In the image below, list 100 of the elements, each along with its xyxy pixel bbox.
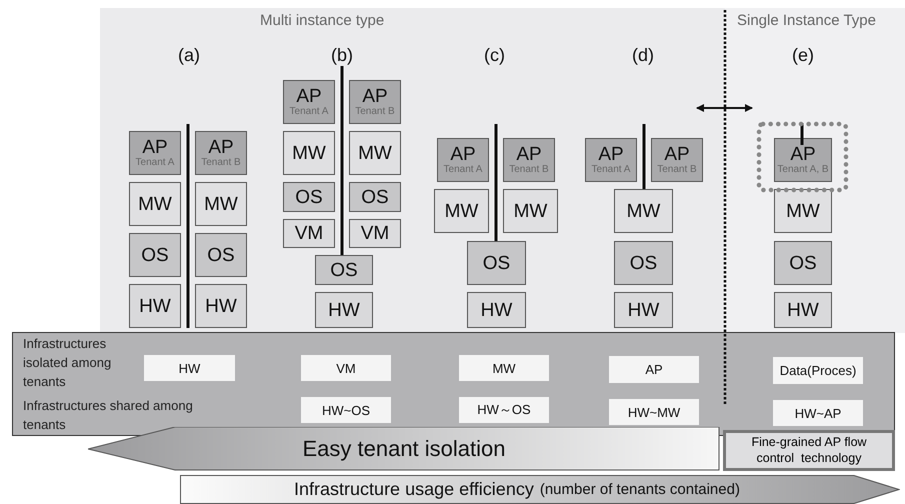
layer-box	[585, 138, 637, 182]
panel-label: (d)	[632, 45, 654, 66]
layer-name: VM	[360, 224, 390, 243]
category-box: HW~MW	[609, 399, 699, 425]
row-label: Infrastructures shared among tenants	[23, 397, 194, 434]
layer-box	[503, 189, 558, 233]
panel-label: (b)	[331, 45, 353, 66]
category-box: Data(Proces)	[773, 357, 863, 384]
layer-name: HW	[139, 296, 171, 316]
layer-box	[434, 189, 489, 233]
layer-name: MW	[204, 194, 238, 214]
layer-box	[614, 241, 673, 285]
layer-name: AP	[598, 145, 624, 164]
tenant-name: Tenant B	[509, 165, 549, 175]
row-label: Infrastructures isolated among tenants	[23, 335, 112, 391]
layer-name: MW	[444, 202, 478, 220]
layer-box	[195, 182, 247, 226]
layer-name: HW	[787, 300, 819, 320]
layer-box	[283, 219, 335, 248]
layer-name: HW	[480, 300, 512, 320]
layer-box	[349, 182, 401, 212]
layer-box	[129, 284, 181, 328]
category-box: HW	[144, 355, 235, 381]
tenant-name: Tenant B	[355, 107, 395, 117]
tenant-name: Tenant A	[290, 107, 328, 117]
layer-name: MW	[786, 202, 820, 220]
layer-name: MW	[292, 144, 326, 162]
category-box: HW~OS	[301, 397, 391, 423]
layer-name: MW	[626, 202, 660, 220]
comparison-band	[12, 332, 895, 436]
layer-name: AP	[142, 138, 168, 157]
layer-name: AP	[450, 145, 476, 164]
layer-box	[614, 292, 673, 328]
layer-box	[467, 292, 526, 328]
section-title: Multi instance type	[260, 12, 384, 29]
layer-name: OS	[295, 188, 323, 206]
layer-name: HW	[328, 300, 360, 320]
layer-name: OS	[330, 260, 358, 280]
arrow-label: Infrastructure usage efficiency	[294, 479, 534, 500]
layer-name: OS	[482, 254, 510, 272]
layer-box	[774, 241, 832, 285]
category-box: HW~AP	[773, 400, 863, 426]
layer-name: OS	[789, 254, 817, 272]
tenant-name: Tenant A	[444, 165, 482, 175]
layer-name: MW	[358, 144, 392, 162]
layer-box	[129, 182, 181, 226]
layer-box	[283, 80, 335, 124]
layer-box	[349, 80, 401, 124]
layer-box	[774, 292, 832, 328]
layer-box	[614, 189, 673, 233]
category-box: VM	[301, 355, 391, 381]
layer-box	[315, 255, 373, 285]
layer-name: AP	[790, 145, 816, 164]
layer-box	[349, 131, 401, 175]
layer-name: OS	[630, 254, 658, 272]
category-box: HW～OS	[459, 397, 549, 423]
layer-name: OS	[141, 246, 169, 264]
technology-box: Fine-grained AP flow control technology	[723, 430, 895, 471]
layer-box	[195, 284, 247, 328]
tenant-name: Tenant B	[201, 158, 241, 168]
layer-name: AP	[664, 145, 690, 164]
layer-name: HW	[205, 296, 237, 316]
layer-box	[774, 189, 832, 233]
panel-label: (e)	[792, 45, 814, 66]
layer-name: MW	[138, 194, 172, 214]
layer-box	[774, 138, 832, 182]
layer-name: HW	[628, 300, 660, 320]
panel-label: (a)	[178, 45, 200, 66]
left-arrow	[88, 427, 720, 471]
layer-box	[283, 131, 335, 175]
tenant-name: Tenant A	[592, 165, 630, 175]
layer-box	[283, 182, 335, 212]
arrow-label: Easy tenant isolation	[302, 436, 506, 462]
layer-box	[315, 292, 373, 328]
layer-box	[195, 131, 247, 175]
right-arrow	[180, 475, 900, 504]
category-box: AP	[609, 356, 699, 383]
tenant-name: Tenant A	[136, 158, 174, 168]
category-box: MW	[459, 355, 549, 381]
layer-box	[349, 219, 401, 248]
tenant-name: Tenant B	[657, 165, 697, 175]
section-title: Single Instance Type	[737, 12, 876, 29]
layer-name: AP	[362, 87, 388, 106]
layer-name: AP	[516, 145, 542, 164]
layer-box	[503, 138, 555, 182]
layer-name: AP	[296, 87, 322, 106]
layer-name: AP	[208, 138, 234, 157]
layer-name: OS	[361, 188, 389, 206]
layer-box	[467, 241, 526, 285]
layer-name: VM	[294, 224, 324, 243]
layer-name: OS	[207, 246, 235, 264]
layer-box	[129, 131, 181, 175]
note-text: (number of tenants contained)	[540, 481, 740, 498]
panel-label: (c)	[484, 45, 505, 66]
layer-name: MW	[514, 202, 548, 220]
layer-box	[437, 138, 489, 182]
tenant-name: Tenant A, B	[777, 165, 829, 175]
layer-box	[195, 233, 247, 277]
layer-box	[129, 233, 181, 277]
layer-box	[651, 138, 703, 182]
